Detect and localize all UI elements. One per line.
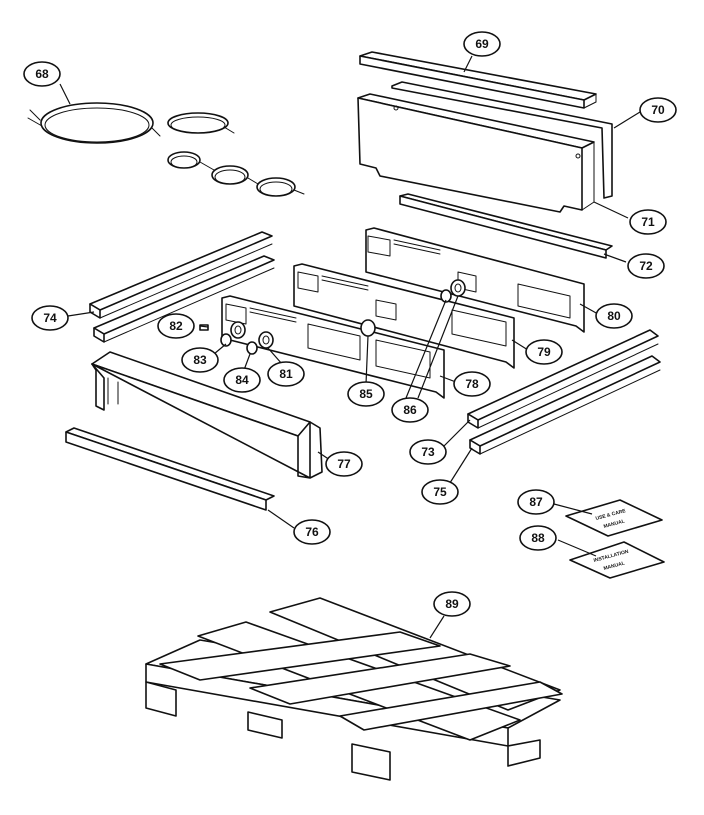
callout-75: 75 (421, 479, 459, 505)
callout-85: 85 (347, 381, 385, 407)
bottom-front-rail (65, 427, 275, 511)
callout-71: 71 (629, 209, 667, 235)
left-side-rail (89, 231, 275, 343)
callout-87: 87 (517, 489, 555, 515)
leader-lines (59, 55, 641, 639)
svg-text:81: 81 (279, 367, 293, 381)
callout-79: 79 (525, 339, 563, 365)
callout-83: 83 (181, 347, 219, 373)
svg-text:89: 89 (445, 597, 459, 611)
use-care-booklet-line2: MANUAL (603, 519, 625, 530)
callout-72: 72 (627, 253, 665, 279)
svg-text:87: 87 (529, 495, 543, 509)
right-side-rails (467, 329, 661, 455)
svg-text:69: 69 (475, 37, 489, 51)
svg-text:74: 74 (43, 311, 57, 325)
callout-74: 74 (31, 305, 69, 331)
control-panel-rear (365, 227, 585, 333)
svg-text:76: 76 (305, 525, 319, 539)
callout-68: 68 (23, 61, 61, 87)
callout-88: 88 (519, 525, 557, 551)
svg-text:84: 84 (235, 373, 249, 387)
svg-text:86: 86 (403, 403, 417, 417)
svg-text:79: 79 (537, 345, 551, 359)
callout-77: 77 (325, 451, 363, 477)
svg-text:71: 71 (641, 215, 655, 229)
svg-text:70: 70 (651, 103, 665, 117)
callout-89: 89 (433, 591, 471, 617)
svg-text:73: 73 (421, 445, 435, 459)
svg-text:82: 82 (169, 319, 183, 333)
callout-80: 80 (595, 303, 633, 329)
svg-text:85: 85 (359, 387, 373, 401)
callout-76: 76 (293, 519, 331, 545)
back-panel-assembly (357, 81, 613, 213)
knob-set (199, 279, 466, 355)
callout-78: 78 (453, 371, 491, 397)
svg-text:68: 68 (35, 67, 49, 81)
svg-text:83: 83 (193, 353, 207, 367)
top-trim-strip (359, 51, 597, 109)
manual-booklets: USE & CARE MANUAL INSTALLATION MANUAL (565, 499, 665, 579)
callout-84: 84 (223, 367, 261, 393)
control-panel-middle (293, 263, 515, 369)
callout-81: 81 (267, 361, 305, 387)
control-panel-front (221, 295, 445, 399)
front-trim-cap (91, 351, 323, 479)
wire-harness-coils (27, 102, 305, 197)
installation-booklet-line2: MANUAL (603, 561, 625, 572)
svg-text:77: 77 (337, 457, 351, 471)
callout-82: 82 (157, 313, 195, 339)
callout-86: 86 (391, 397, 429, 423)
callout-73: 73 (409, 439, 447, 465)
callout-69: 69 (463, 31, 501, 57)
svg-text:88: 88 (531, 531, 545, 545)
svg-text:72: 72 (639, 259, 653, 273)
rear-rail (399, 193, 613, 259)
svg-text:78: 78 (465, 377, 479, 391)
shipping-pallet (145, 597, 563, 781)
svg-text:80: 80 (607, 309, 621, 323)
svg-text:75: 75 (433, 485, 447, 499)
callout-70: 70 (639, 97, 677, 123)
